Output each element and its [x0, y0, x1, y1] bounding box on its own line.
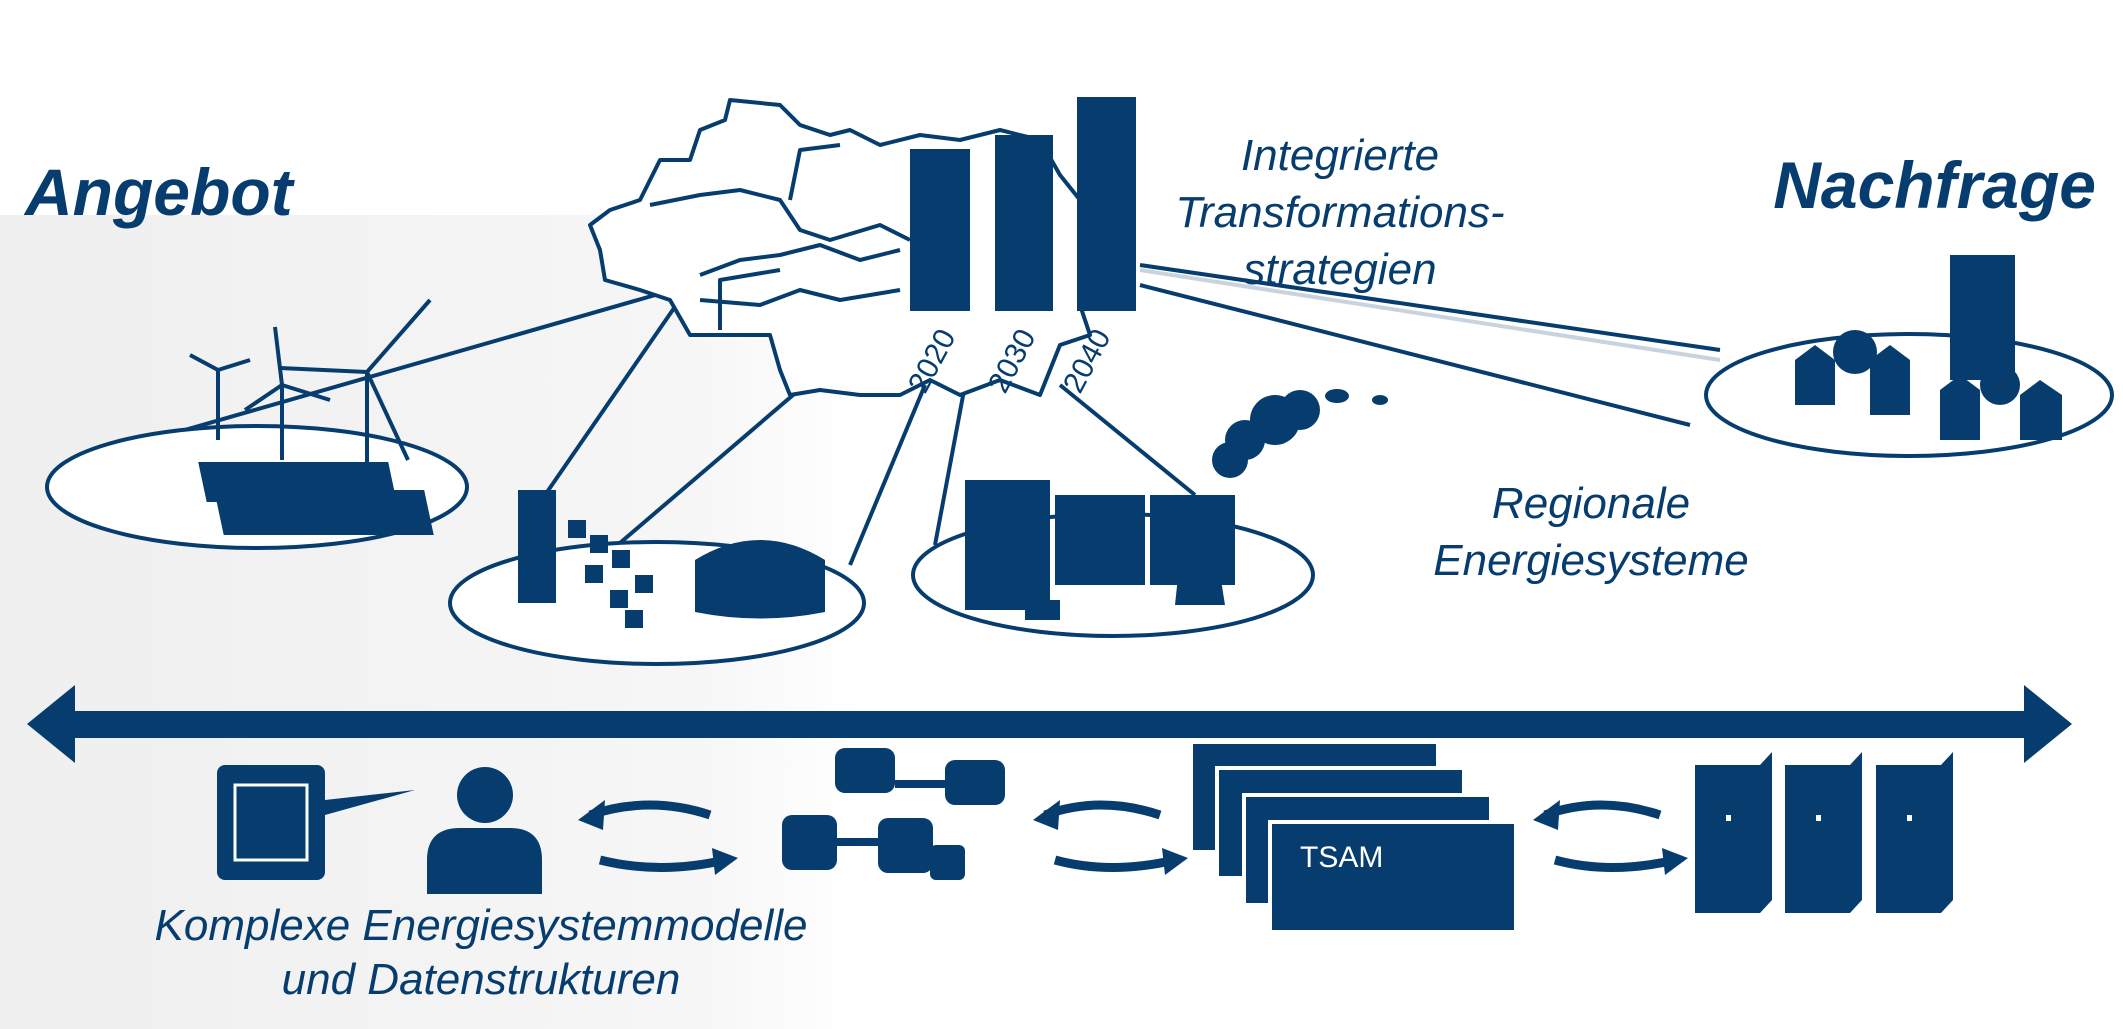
heading-supply: Angebot	[23, 155, 296, 229]
caption-line: und Datenstrukturen	[282, 955, 681, 1004]
bar-2020	[910, 149, 970, 311]
industrial-plant	[965, 389, 1388, 620]
caption-regional: Regionale Energiesysteme	[1433, 479, 1748, 585]
strategy-board-icon	[217, 765, 415, 880]
caption-line: strategien	[1243, 245, 1436, 294]
model-stack	[1189, 740, 1518, 934]
database-icon	[782, 748, 1005, 880]
caption-line: Energiesysteme	[1433, 536, 1748, 585]
bar-2040	[1077, 97, 1136, 311]
timeline-bars	[910, 97, 1136, 311]
server-rack-icon	[1695, 752, 1953, 913]
heading-demand: Nachfrage	[1773, 148, 2096, 222]
caption-line: Transformations-	[1175, 188, 1504, 237]
biogas-plant	[518, 490, 825, 628]
caption-models: Komplexe Energiesystemmodelle und Datens…	[155, 901, 808, 1004]
caption-strategies: Integrierte Transformations- strategien	[1175, 131, 1504, 294]
bar-2030	[995, 135, 1053, 311]
timeline-double-arrow	[27, 685, 2072, 763]
person-icon	[427, 767, 542, 894]
caption-line: Komplexe Energiesystemmodelle	[155, 901, 808, 950]
solar-panel	[198, 462, 434, 535]
houses	[1795, 255, 2062, 440]
tsam-label: TSAM	[1300, 841, 1383, 874]
germany-map-outline	[588, 98, 1122, 397]
caption-line: Integrierte	[1241, 131, 1439, 180]
caption-line: Regionale	[1492, 479, 1690, 528]
wind-turbine	[189, 298, 432, 530]
